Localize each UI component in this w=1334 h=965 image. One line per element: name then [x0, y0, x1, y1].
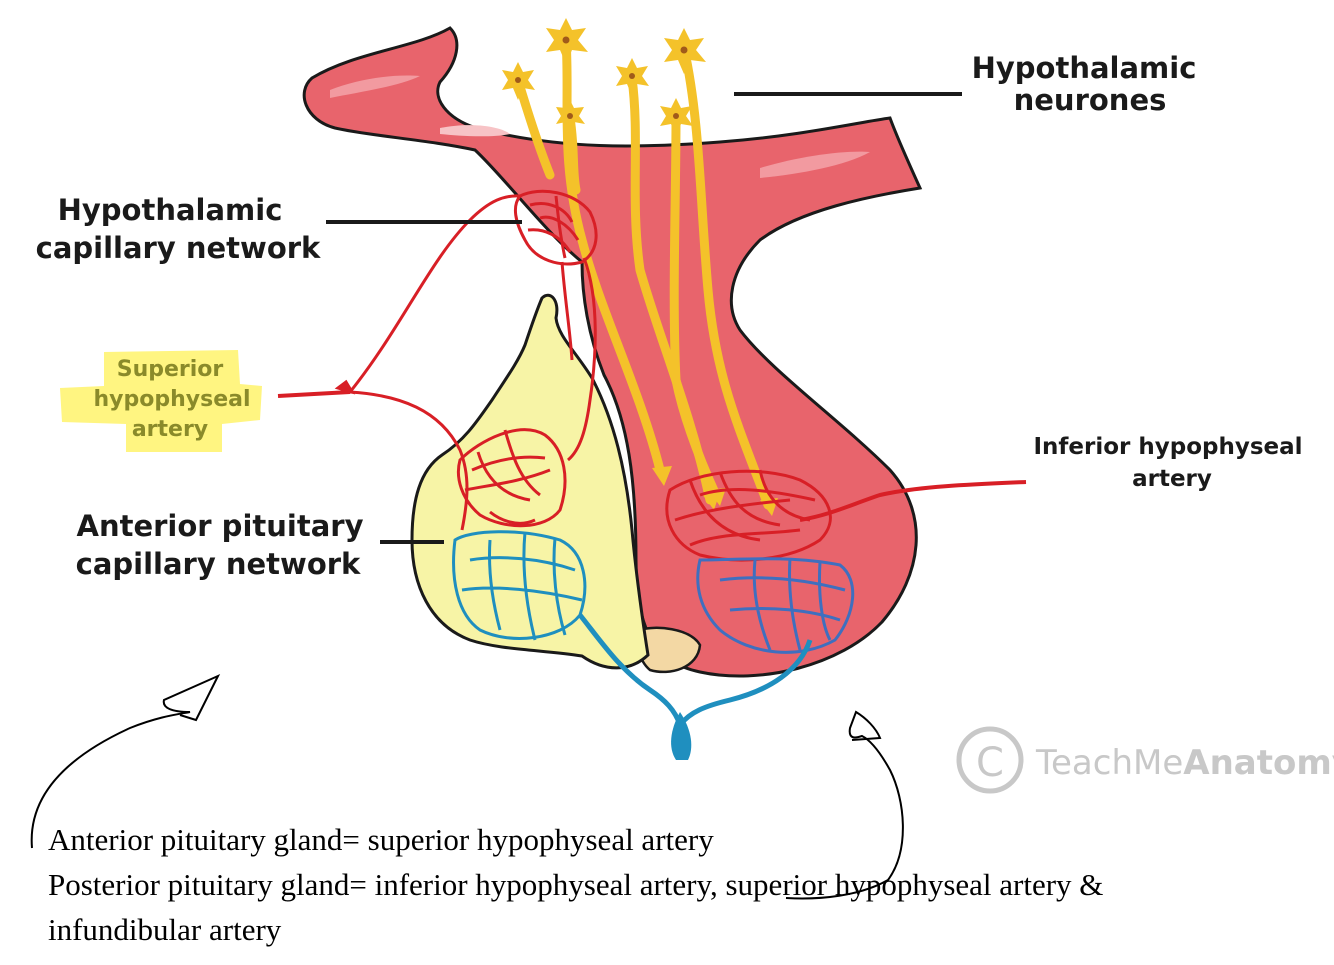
svg-text:Hypothalamic: Hypothalamic	[58, 193, 283, 227]
svg-text:capillary network: capillary network	[36, 231, 321, 265]
label-hypothalamic-neurones: Hypothalamic neurones	[972, 51, 1197, 117]
label-hypothalamic-capillary-network: Hypothalamic capillary network	[36, 193, 321, 265]
note-posterior-supply: Posterior pituitary gland= inferior hypo…	[48, 869, 1103, 900]
svg-text:artery: artery	[1132, 466, 1212, 492]
svg-text:neurones: neurones	[1014, 83, 1167, 117]
svg-text:Superior: Superior	[117, 357, 224, 382]
hand-drawn-arrows	[32, 676, 903, 898]
svg-text:capillary network: capillary network	[76, 547, 361, 581]
label-superior-hypophyseal-artery: Superior hypophyseal artery	[60, 350, 262, 452]
note-infundibular: infundibular artery	[48, 914, 281, 945]
svg-text:Anterior pituitary: Anterior pituitary	[77, 509, 364, 543]
svg-text:Hypothalamic: Hypothalamic	[972, 51, 1197, 85]
tissue-highlight	[440, 125, 510, 136]
svg-text:Inferior hypophyseal: Inferior hypophyseal	[1033, 434, 1302, 460]
label-anterior-pituitary-capillary-network: Anterior pituitary capillary network	[76, 509, 364, 581]
teachmeanatomy-watermark: C TeachMeAnatomy	[959, 729, 1334, 791]
branch-artery	[338, 382, 352, 392]
svg-text:C: C	[976, 740, 1004, 786]
label-inferior-hypophyseal-artery: Inferior hypophyseal artery	[1033, 434, 1302, 492]
svg-text:TeachMeAnatomy: TeachMeAnatomy	[1035, 743, 1334, 783]
svg-text:artery: artery	[132, 417, 208, 442]
note-anterior-supply: Anterior pituitary gland= superior hypop…	[48, 824, 714, 855]
svg-text:hypophyseal: hypophyseal	[93, 387, 250, 412]
